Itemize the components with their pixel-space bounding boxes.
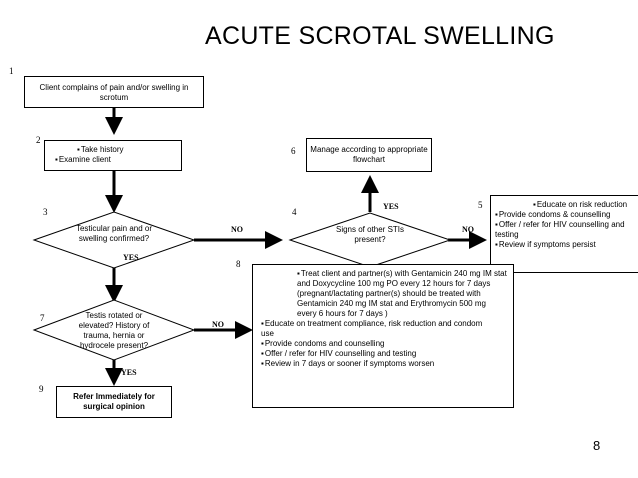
decision-diamond-3 [32,211,196,269]
step-8-item: Review in 7 days or sooner if symptoms w… [261,359,513,369]
step-9-box: Refer Immediately for surgical opinion [56,386,172,418]
step-3-text: Testicular pain and or swelling confirme… [75,224,153,243]
step-5-item: Provide condoms & counselling [495,210,638,220]
step-5-number: 5 [478,200,483,210]
page-number: 8 [593,438,601,453]
step-9-text: Refer Immediately for surgical opinion [73,392,155,411]
step-7-number: 7 [40,313,45,323]
step-4-number: 4 [292,207,297,217]
step-5-item: Offer / refer for HIV counselling and te… [495,220,638,240]
step-8-box: Treat client and partner(s) with Gentami… [252,264,514,408]
edge-label-7-yes: YES [121,368,137,377]
step-8-item: Provide condoms and counselling [261,339,513,349]
edge-label-7-no: NO [212,320,224,329]
edge-label-4-yes: YES [383,202,399,211]
step-1-text: Client complains of pain and/or swelling… [39,83,189,102]
edge-label-3-yes: YES [123,253,139,262]
step-2-item: Examine client [55,155,181,165]
step-8-item: Educate on treatment compliance, risk re… [261,319,491,339]
step-5-item: Review if symptoms persist [495,240,638,250]
decision-diamond-7 [32,299,196,361]
step-9-number: 9 [39,384,44,394]
step-6-box: Manage according to appropriate flowchar… [306,138,432,172]
step-4-text: Signs of other STIs present? [335,225,405,244]
step-3-number: 3 [43,207,48,217]
step-6-text: Manage according to appropriate flowchar… [310,145,428,164]
decision-diamond-4 [288,212,452,268]
step-8-item: Offer / refer for HIV counselling and te… [261,349,513,359]
page-title: ACUTE SCROTAL SWELLING [205,22,555,50]
step-8-number: 8 [236,259,241,269]
step-5-box: Educate on risk reduction Provide condom… [490,195,638,273]
step-2-item: Take history [55,145,181,155]
step-1-number: 1 [9,66,14,76]
step-7-text: Testis rotated or elevated? History of t… [78,311,150,350]
step-2-number: 2 [36,135,41,145]
step-2-box: Take history Examine client [44,140,182,171]
step-1-box: Client complains of pain and/or swelling… [24,76,204,108]
edge-label-4-no: NO [462,225,474,234]
step-8-item: Treat client and partner(s) with Gentami… [261,269,507,319]
step-5-item: Educate on risk reduction [495,200,638,210]
step-6-number: 6 [291,146,296,156]
edge-label-3-no: NO [231,225,243,234]
